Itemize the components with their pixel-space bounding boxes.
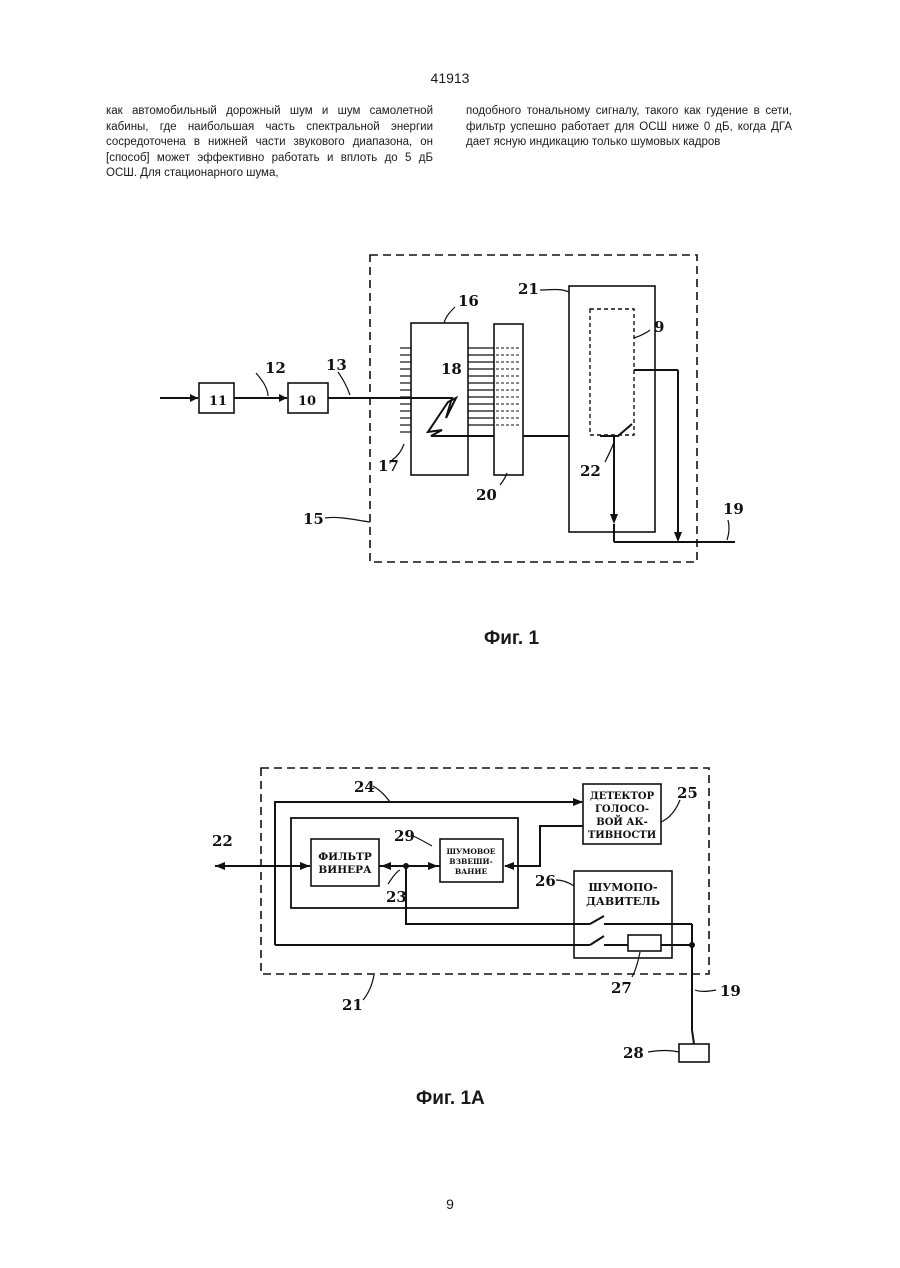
label-27: 27 bbox=[611, 979, 632, 997]
detector-label-2: ГОЛОСО- bbox=[595, 804, 649, 815]
suppressor-label-2: ДАВИТЕЛЬ bbox=[586, 895, 660, 908]
label-29: 29 bbox=[394, 827, 415, 845]
label-21a: 21 bbox=[342, 996, 363, 1014]
weighting-label-2: ВЗВЕШИ- bbox=[449, 857, 493, 866]
label-28: 28 bbox=[623, 1044, 644, 1062]
wiener-label-1: ФИЛЬТР bbox=[318, 851, 372, 863]
detector-label-1: ДЕТЕКТОР bbox=[590, 791, 655, 802]
weighting-label-1: ШУМОВОЕ bbox=[446, 847, 495, 856]
label-23: 23 bbox=[386, 888, 407, 906]
suppressor-label-1: ШУМОПО- bbox=[588, 881, 657, 894]
weighting-label-3: ВАНИЕ bbox=[455, 867, 488, 876]
wiener-label-2: ВИНЕРА bbox=[318, 864, 372, 876]
label-25: 25 bbox=[677, 784, 698, 802]
label-24: 24 bbox=[354, 778, 375, 796]
detector-label-4: ТИВНОСТИ bbox=[588, 830, 656, 841]
label-26: 26 bbox=[535, 872, 556, 890]
label-19a: 19 bbox=[720, 982, 741, 1000]
figure-1a-caption: Фиг. 1А bbox=[416, 1088, 485, 1110]
detector-label-3: ВОЙ АК- bbox=[596, 815, 647, 828]
block-27 bbox=[628, 935, 661, 951]
block-28 bbox=[679, 1044, 709, 1062]
page-number-bottom: 9 bbox=[0, 1196, 900, 1212]
label-22a: 22 bbox=[212, 832, 233, 850]
